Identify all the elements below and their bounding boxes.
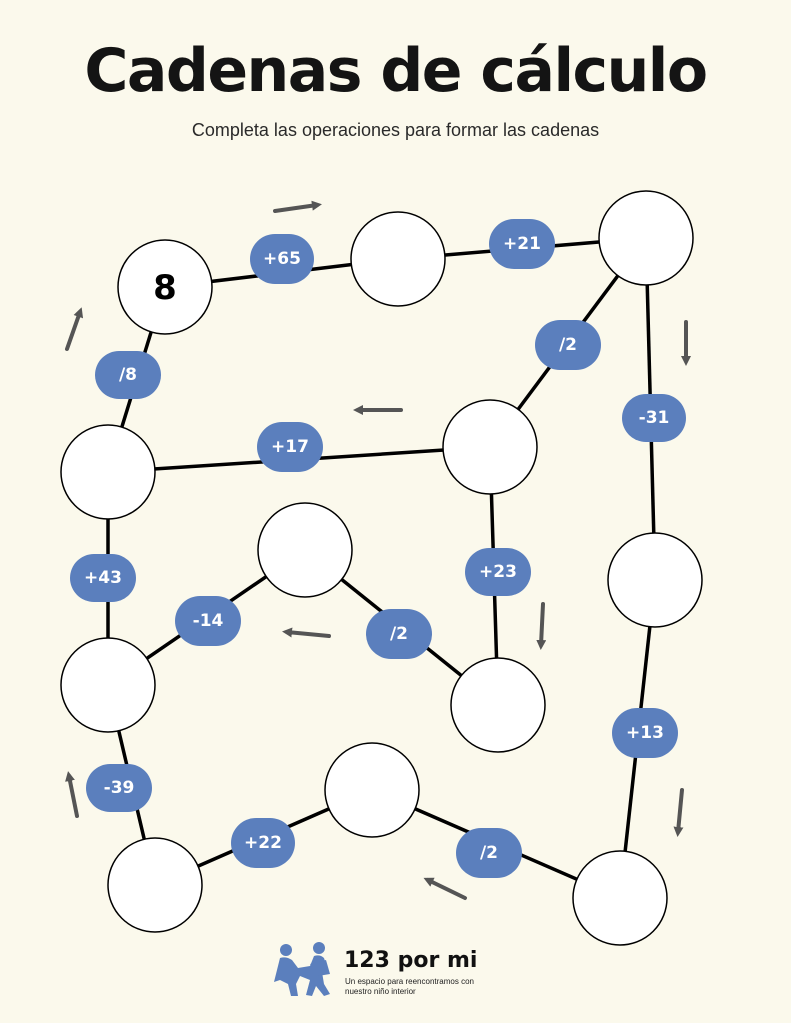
pill-shape bbox=[366, 609, 432, 659]
answer-circle[interactable] bbox=[442, 399, 538, 495]
start-value: 8 bbox=[153, 268, 177, 308]
operation-pill: /2 bbox=[535, 320, 601, 370]
answer-circle[interactable] bbox=[60, 637, 156, 733]
answer-circle[interactable] bbox=[450, 657, 546, 753]
page-subtitle: Completa las operaciones para formar las… bbox=[191, 120, 600, 140]
operation-pill: +13 bbox=[612, 708, 678, 758]
children-playing-icon bbox=[274, 942, 330, 996]
operation-label: /8 bbox=[119, 365, 137, 385]
pill-shape bbox=[456, 828, 522, 878]
operation-label: +13 bbox=[626, 723, 664, 743]
answer-circle[interactable] bbox=[598, 190, 694, 286]
operation-label: +21 bbox=[503, 234, 541, 254]
answer-circle[interactable] bbox=[607, 532, 703, 628]
operation-label: +22 bbox=[244, 833, 282, 853]
page-title: Cadenas de cálculo bbox=[84, 36, 708, 106]
operation-pill: -14 bbox=[175, 596, 241, 646]
arrow-right-icon bbox=[273, 200, 322, 213]
pill-shape bbox=[622, 394, 686, 442]
answer-circles: 8 bbox=[60, 190, 703, 946]
pill-shape bbox=[231, 818, 295, 868]
operation-pill: +22 bbox=[231, 818, 295, 868]
operation-pill: /2 bbox=[366, 609, 432, 659]
pill-shape bbox=[95, 351, 161, 399]
brand-name: 123 por mi bbox=[344, 948, 478, 973]
start-circle bbox=[117, 239, 213, 335]
operation-pill: +43 bbox=[70, 554, 136, 602]
operation-label: /2 bbox=[480, 843, 498, 863]
answer-circle[interactable] bbox=[324, 742, 420, 838]
arrow-down-icon bbox=[536, 602, 547, 650]
pill-shape bbox=[175, 596, 241, 646]
answer-circle[interactable] bbox=[257, 502, 353, 598]
operation-pill: +65 bbox=[250, 234, 314, 284]
operations: /8 +65 +21 /2 -31 +17 +43 +23 bbox=[70, 219, 686, 878]
operation-label: -39 bbox=[104, 778, 135, 798]
direction-arrows bbox=[65, 200, 691, 900]
operation-pill: +17 bbox=[257, 422, 323, 472]
arrow-up-icon bbox=[65, 771, 79, 818]
operation-pill: +21 bbox=[489, 219, 555, 269]
answer-circle[interactable] bbox=[350, 211, 446, 307]
operation-label: +17 bbox=[271, 437, 309, 457]
operation-label: -31 bbox=[639, 408, 670, 428]
operation-label: -14 bbox=[193, 611, 224, 631]
pill-shape bbox=[250, 234, 314, 284]
pill-shape bbox=[535, 320, 601, 370]
arrow-up-left-icon bbox=[423, 877, 467, 900]
answer-circle[interactable] bbox=[60, 424, 156, 520]
operation-pill: /2 bbox=[456, 828, 522, 878]
answer-circle[interactable] bbox=[107, 837, 203, 933]
pill-shape bbox=[257, 422, 323, 472]
pill-shape bbox=[70, 554, 136, 602]
operation-label: +23 bbox=[479, 562, 517, 582]
pill-shape bbox=[86, 764, 152, 812]
pill-shape bbox=[465, 548, 531, 596]
operation-label: +65 bbox=[263, 249, 301, 269]
pill-shape bbox=[489, 219, 555, 269]
brand-tagline: Un espacio para reencontramos con nuestr… bbox=[345, 977, 474, 996]
arrow-down-icon bbox=[673, 788, 684, 837]
arrow-up-icon bbox=[65, 307, 84, 351]
operation-pill: -31 bbox=[622, 394, 686, 442]
answer-circle[interactable] bbox=[572, 850, 668, 946]
brand-logo: 123 por mi Un espacio para reencontramos… bbox=[274, 940, 534, 1000]
pill-shape bbox=[612, 708, 678, 758]
operation-pill: +23 bbox=[465, 548, 531, 596]
operation-label: /2 bbox=[559, 335, 577, 355]
operation-label: +43 bbox=[84, 568, 122, 588]
operation-label: /2 bbox=[390, 624, 408, 644]
operation-pill: /8 bbox=[95, 351, 161, 399]
arrow-left-icon bbox=[282, 627, 331, 638]
operation-pill: -39 bbox=[86, 764, 152, 812]
